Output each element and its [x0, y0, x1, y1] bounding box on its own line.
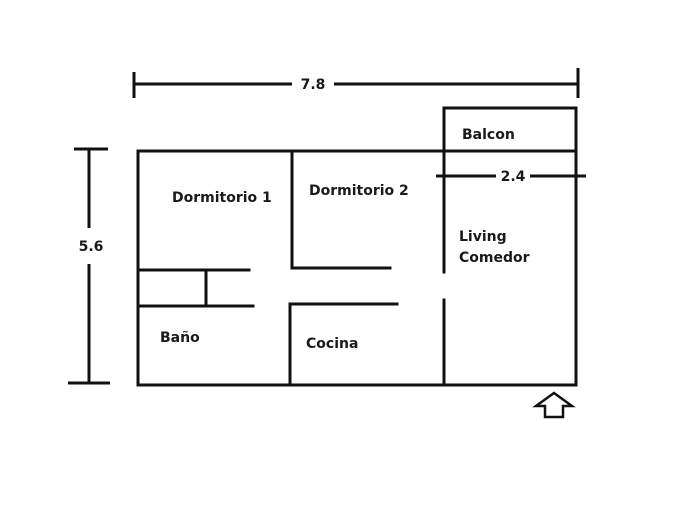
entrance-up-arrow-icon [532, 391, 576, 419]
room-label-dormitorio-1: Dormitorio 1 [172, 190, 272, 206]
height-dimension: 5.6 [68, 147, 110, 385]
interior-walls [136, 149, 446, 387]
room-label-dormitorio-2: Dormitorio 2 [309, 183, 409, 199]
room-label-balcon: Balcon [462, 127, 515, 143]
balcony-walls [442, 106, 578, 153]
outer-walls [136, 149, 578, 387]
width-dim-label: 7.8 [301, 77, 326, 93]
room-label-cocina: Cocina [306, 336, 358, 352]
room-label-bano: Baño [160, 330, 200, 346]
room-label-comedor: Comedor [459, 250, 530, 266]
width-dimension: 7.8 [132, 68, 580, 98]
balcony-dim-label: 2.4 [501, 169, 526, 185]
height-dim-label: 5.6 [79, 239, 104, 255]
room-label-living: Living [459, 229, 507, 245]
balcony-dimension: 2.4 [436, 169, 586, 185]
